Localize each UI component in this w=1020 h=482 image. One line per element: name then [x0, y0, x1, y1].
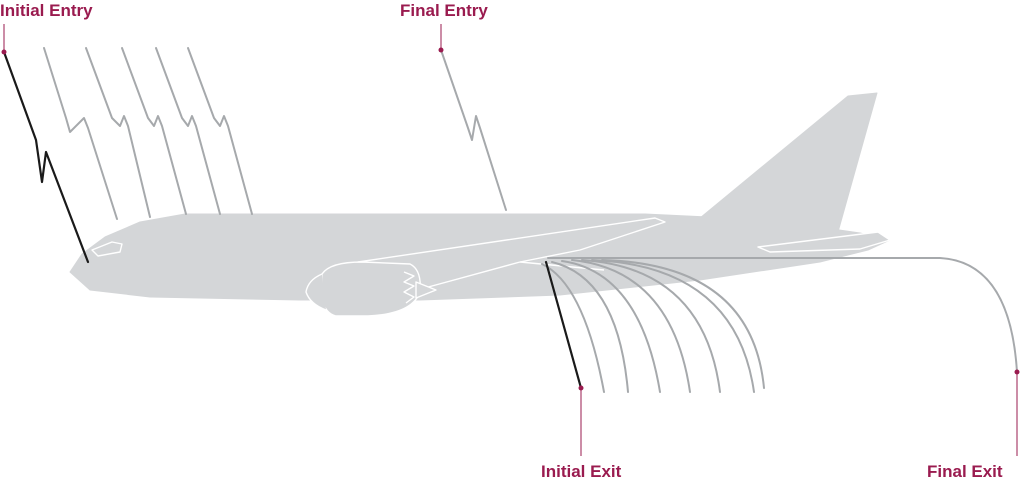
- engine-inlet: [305, 273, 327, 311]
- exit-path-2: [551, 261, 629, 393]
- exit-path-4: [571, 259, 691, 393]
- final-entry-path: [440, 49, 507, 211]
- callout-dot: [1014, 369, 1020, 375]
- entry-path-5: [187, 47, 253, 215]
- final-exit-label: Final Exit: [927, 462, 1003, 481]
- callout-initial-entry: Initial Entry: [0, 1, 93, 55]
- exit-path-1: [541, 263, 605, 393]
- entry-path-4: [155, 47, 221, 215]
- initial-entry-label: Initial Entry: [0, 1, 93, 20]
- initial-entry-path: [2, 50, 90, 264]
- tail-fin: [699, 92, 878, 233]
- callout-dot: [1, 49, 7, 55]
- entry-path-2: [85, 47, 151, 218]
- initial-exit-label: Initial Exit: [541, 462, 622, 481]
- exit-path-6: [591, 259, 755, 393]
- exit-path-3: [561, 260, 661, 393]
- callout-dot: [438, 47, 444, 53]
- callout-final-entry: Final Entry: [400, 1, 488, 53]
- exit-path-7: [601, 259, 765, 389]
- exit-strike-paths: [541, 257, 1018, 393]
- callout-initial-exit: Initial Exit: [541, 385, 622, 481]
- entry-path-1: [43, 47, 118, 220]
- engine-nozzle: [415, 281, 437, 299]
- final-entry-label: Final Entry: [400, 1, 488, 20]
- horizontal-stabilizer: [757, 231, 891, 253]
- callout-final-exit: Final Exit: [927, 369, 1020, 481]
- entry-path-3: [121, 47, 187, 215]
- cockpit-window: [91, 241, 123, 257]
- final-exit-path: [547, 257, 1018, 373]
- initial-exit-path: [544, 260, 583, 390]
- exit-path-5: [581, 259, 721, 393]
- entry-strike-paths: [2, 47, 507, 264]
- callout-dot: [578, 385, 584, 391]
- engine-chevrons: [403, 271, 415, 304]
- airplane: [69, 92, 891, 317]
